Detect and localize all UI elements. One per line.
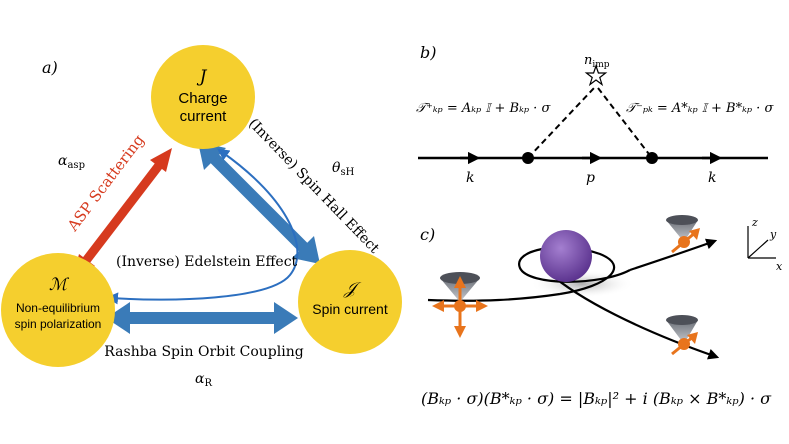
trajectory-loop (518, 246, 631, 296)
vertex-left (522, 152, 534, 164)
panel-a-label: a) (42, 58, 58, 77)
edelstein-arrow (106, 148, 299, 305)
trajectory-upper (629, 238, 718, 272)
axis-x-label: x (776, 260, 783, 273)
panel-b-label: b) (420, 43, 436, 62)
charge-current-node: J Charge current (151, 45, 255, 149)
rashba-label: Rashba Spin Orbit Coupling (104, 344, 303, 360)
edelstein-label: (Inverse) Edelstein Effect (116, 254, 298, 270)
impurity-sphere (540, 230, 592, 282)
alpha-asp-label: αasp (58, 153, 85, 171)
spin-current-line1: Spin current (312, 301, 388, 317)
spin-current-node: 𝒥 Spin current (298, 250, 402, 354)
n-imp-label: nimp (584, 53, 610, 70)
panel-c-label: c) (420, 225, 435, 244)
impurity-star-icon (584, 64, 608, 87)
dashed-line-right (597, 87, 653, 159)
vertex-right (646, 152, 658, 164)
k-left-label: k (466, 170, 474, 186)
spin-polarization-node: ℳ Non-equilibrium spin polarization (1, 253, 115, 367)
spin-polarization-line2: spin polarization (15, 317, 102, 331)
charge-line1: Charge (178, 90, 227, 107)
rashba-arrow (106, 302, 298, 334)
asp-scattering-label: ASP Scattering (63, 131, 148, 235)
axes-icon: z y x (747, 216, 783, 273)
axis-y-label: y (769, 228, 777, 241)
outgoing-spin-upper-icon (666, 215, 700, 254)
spin-hall-arrow (198, 142, 320, 264)
outgoing-spin-lower-icon (666, 315, 698, 356)
charge-line2: current (180, 108, 228, 125)
k-right-label: k (708, 170, 716, 186)
dashed-line-left (527, 87, 595, 159)
alpha-r-label: αR (195, 371, 212, 389)
bottom-equation: (Bₖₚ · σ)(B*ₖₚ · σ) = |Bₖₚ|² + i (Bₖₚ × … (421, 389, 772, 408)
charge-symbol: J (197, 67, 208, 87)
spin-polarization-line1: Non-equilibrium (16, 301, 100, 315)
theta-sh-label: θsH (332, 160, 355, 178)
spin-hall-label: (Inverse) Spin Hall Effect (245, 116, 382, 257)
t-plus-formula: 𝒯⁺ₖₚ = Aₖₚ 𝕀 + Bₖₚ · σ (416, 101, 551, 116)
trajectory-incoming (427, 292, 561, 302)
axis-z-label: z (751, 216, 758, 229)
incoming-spin-icon (432, 272, 488, 338)
spin-polarization-symbol: ℳ (49, 275, 70, 295)
t-minus-formula: 𝒯⁻ₚₖ = A*ₖₚ 𝕀 + B*ₖₚ · σ (626, 101, 774, 116)
p-label: p (586, 170, 595, 186)
